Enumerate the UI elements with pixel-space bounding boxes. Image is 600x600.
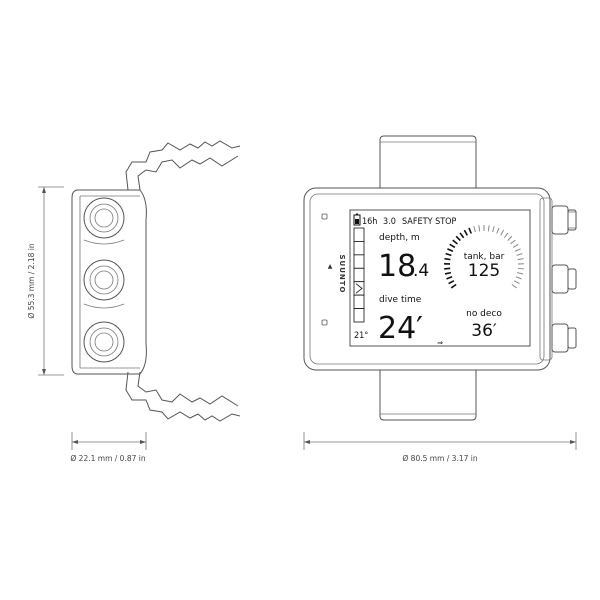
dive-time-value: 24′ xyxy=(378,311,423,346)
front-button-top xyxy=(551,205,577,235)
status-text: SAFETY STOP xyxy=(402,217,457,227)
front-strap-top xyxy=(379,135,477,188)
tank-gauge-tick xyxy=(487,225,490,232)
stop-depth-value: 3.0 xyxy=(383,217,396,227)
tank-gauge-tick xyxy=(478,225,481,232)
tank-gauge-tick xyxy=(515,276,522,280)
tank-gauge-tick xyxy=(449,243,456,249)
depth-value-dec: .4 xyxy=(413,261,429,281)
tank-gauge-tick xyxy=(511,284,518,289)
strap-bottom xyxy=(125,371,241,422)
case-outer xyxy=(303,187,551,371)
tank-label: tank, bar xyxy=(464,252,505,262)
width-dimension-label: Ø 80.5 mm / 3.17 in xyxy=(402,454,477,463)
tank-gauge-tick xyxy=(517,258,524,261)
depth-dimension-label: Ø 22.1 mm / 0.87 in xyxy=(70,454,145,463)
no-deco-label: no deco xyxy=(466,309,502,319)
brand-arrow: ▲ xyxy=(328,263,333,270)
tank-gauge-tick xyxy=(446,276,453,280)
tank-gauge-tick xyxy=(503,232,509,239)
tank-gauge-tick xyxy=(512,243,519,248)
dive-time-label: dive time xyxy=(379,295,422,305)
ascent-bar-segment xyxy=(353,227,365,242)
depth-label: depth, m xyxy=(379,233,420,243)
tank-gauge-tick xyxy=(448,280,455,285)
strap-top xyxy=(125,140,241,191)
tank-gauge-tick xyxy=(463,229,469,236)
side-button-bottom xyxy=(83,321,125,363)
ascent-bar-segment xyxy=(353,254,365,269)
tank-gauge-tick xyxy=(514,248,521,252)
tank-gauge-tick xyxy=(492,226,495,233)
tank-gauge-tick xyxy=(445,252,452,257)
ascent-bar-segment xyxy=(353,294,365,309)
side-body xyxy=(71,189,147,375)
tank-gauge-tick xyxy=(517,272,524,275)
side-view xyxy=(71,140,241,422)
tank-gauge-tick xyxy=(459,232,465,239)
tank-gauge-tick xyxy=(496,227,500,234)
tank-gauge-tick xyxy=(517,267,524,270)
tank-gauge-tick xyxy=(444,271,452,275)
tank-gauge-tick xyxy=(500,229,505,236)
ascent-bar-segment xyxy=(353,241,365,256)
ascent-bar-marker xyxy=(355,283,363,294)
arrow-indicator: ⇒ xyxy=(437,339,443,347)
depth-value-int: 18 xyxy=(378,249,416,284)
display xyxy=(349,209,531,347)
tank-gauge-tick xyxy=(444,257,451,261)
tank-gauge-tick xyxy=(516,253,523,256)
height-dimension: Ø 55.3 mm / 2.18 in xyxy=(27,186,64,376)
tank-gauge-tick xyxy=(507,235,513,241)
width-dimension: Ø 80.5 mm / 3.17 in xyxy=(303,432,577,463)
ascent-bar xyxy=(353,227,365,323)
tank-gauge-tick xyxy=(450,283,457,289)
ascent-bar-segment xyxy=(353,267,365,283)
tank-gauge-tick xyxy=(510,239,516,245)
front-view: SUUNTO ▲ 16h 3.0 SAFETY STOP depth, m 18… xyxy=(303,135,577,421)
tank-gauge-tick xyxy=(513,280,520,285)
front-button-bottom xyxy=(551,323,577,353)
side-button-top xyxy=(83,197,125,239)
temperature-value: 21° xyxy=(354,331,368,341)
no-deco-value: 36′ xyxy=(471,321,497,341)
front-strap-bottom xyxy=(379,370,477,421)
tank-gauge-tick xyxy=(455,235,461,242)
tank-gauge-tick xyxy=(447,248,454,252)
bezel-marker xyxy=(321,213,328,220)
tank-gauge-tick xyxy=(452,239,458,245)
depth-dimension: Ø 22.1 mm / 0.87 in xyxy=(70,432,147,463)
time-value: 16h xyxy=(362,217,377,227)
tank-gauge-tick xyxy=(468,227,472,234)
bezel-marker xyxy=(321,319,328,326)
tank-gauge-tick xyxy=(473,226,476,233)
ascent-bar-segment xyxy=(353,308,365,323)
tank-value: 125 xyxy=(468,261,500,281)
side-button-middle xyxy=(83,259,125,301)
height-dimension-label: Ø 55.3 mm / 2.18 in xyxy=(27,243,36,318)
brand-logo: SUUNTO xyxy=(338,255,346,294)
tank-gauge-tick xyxy=(444,267,451,270)
front-button-middle xyxy=(551,264,577,294)
tank-gauge xyxy=(443,225,524,289)
